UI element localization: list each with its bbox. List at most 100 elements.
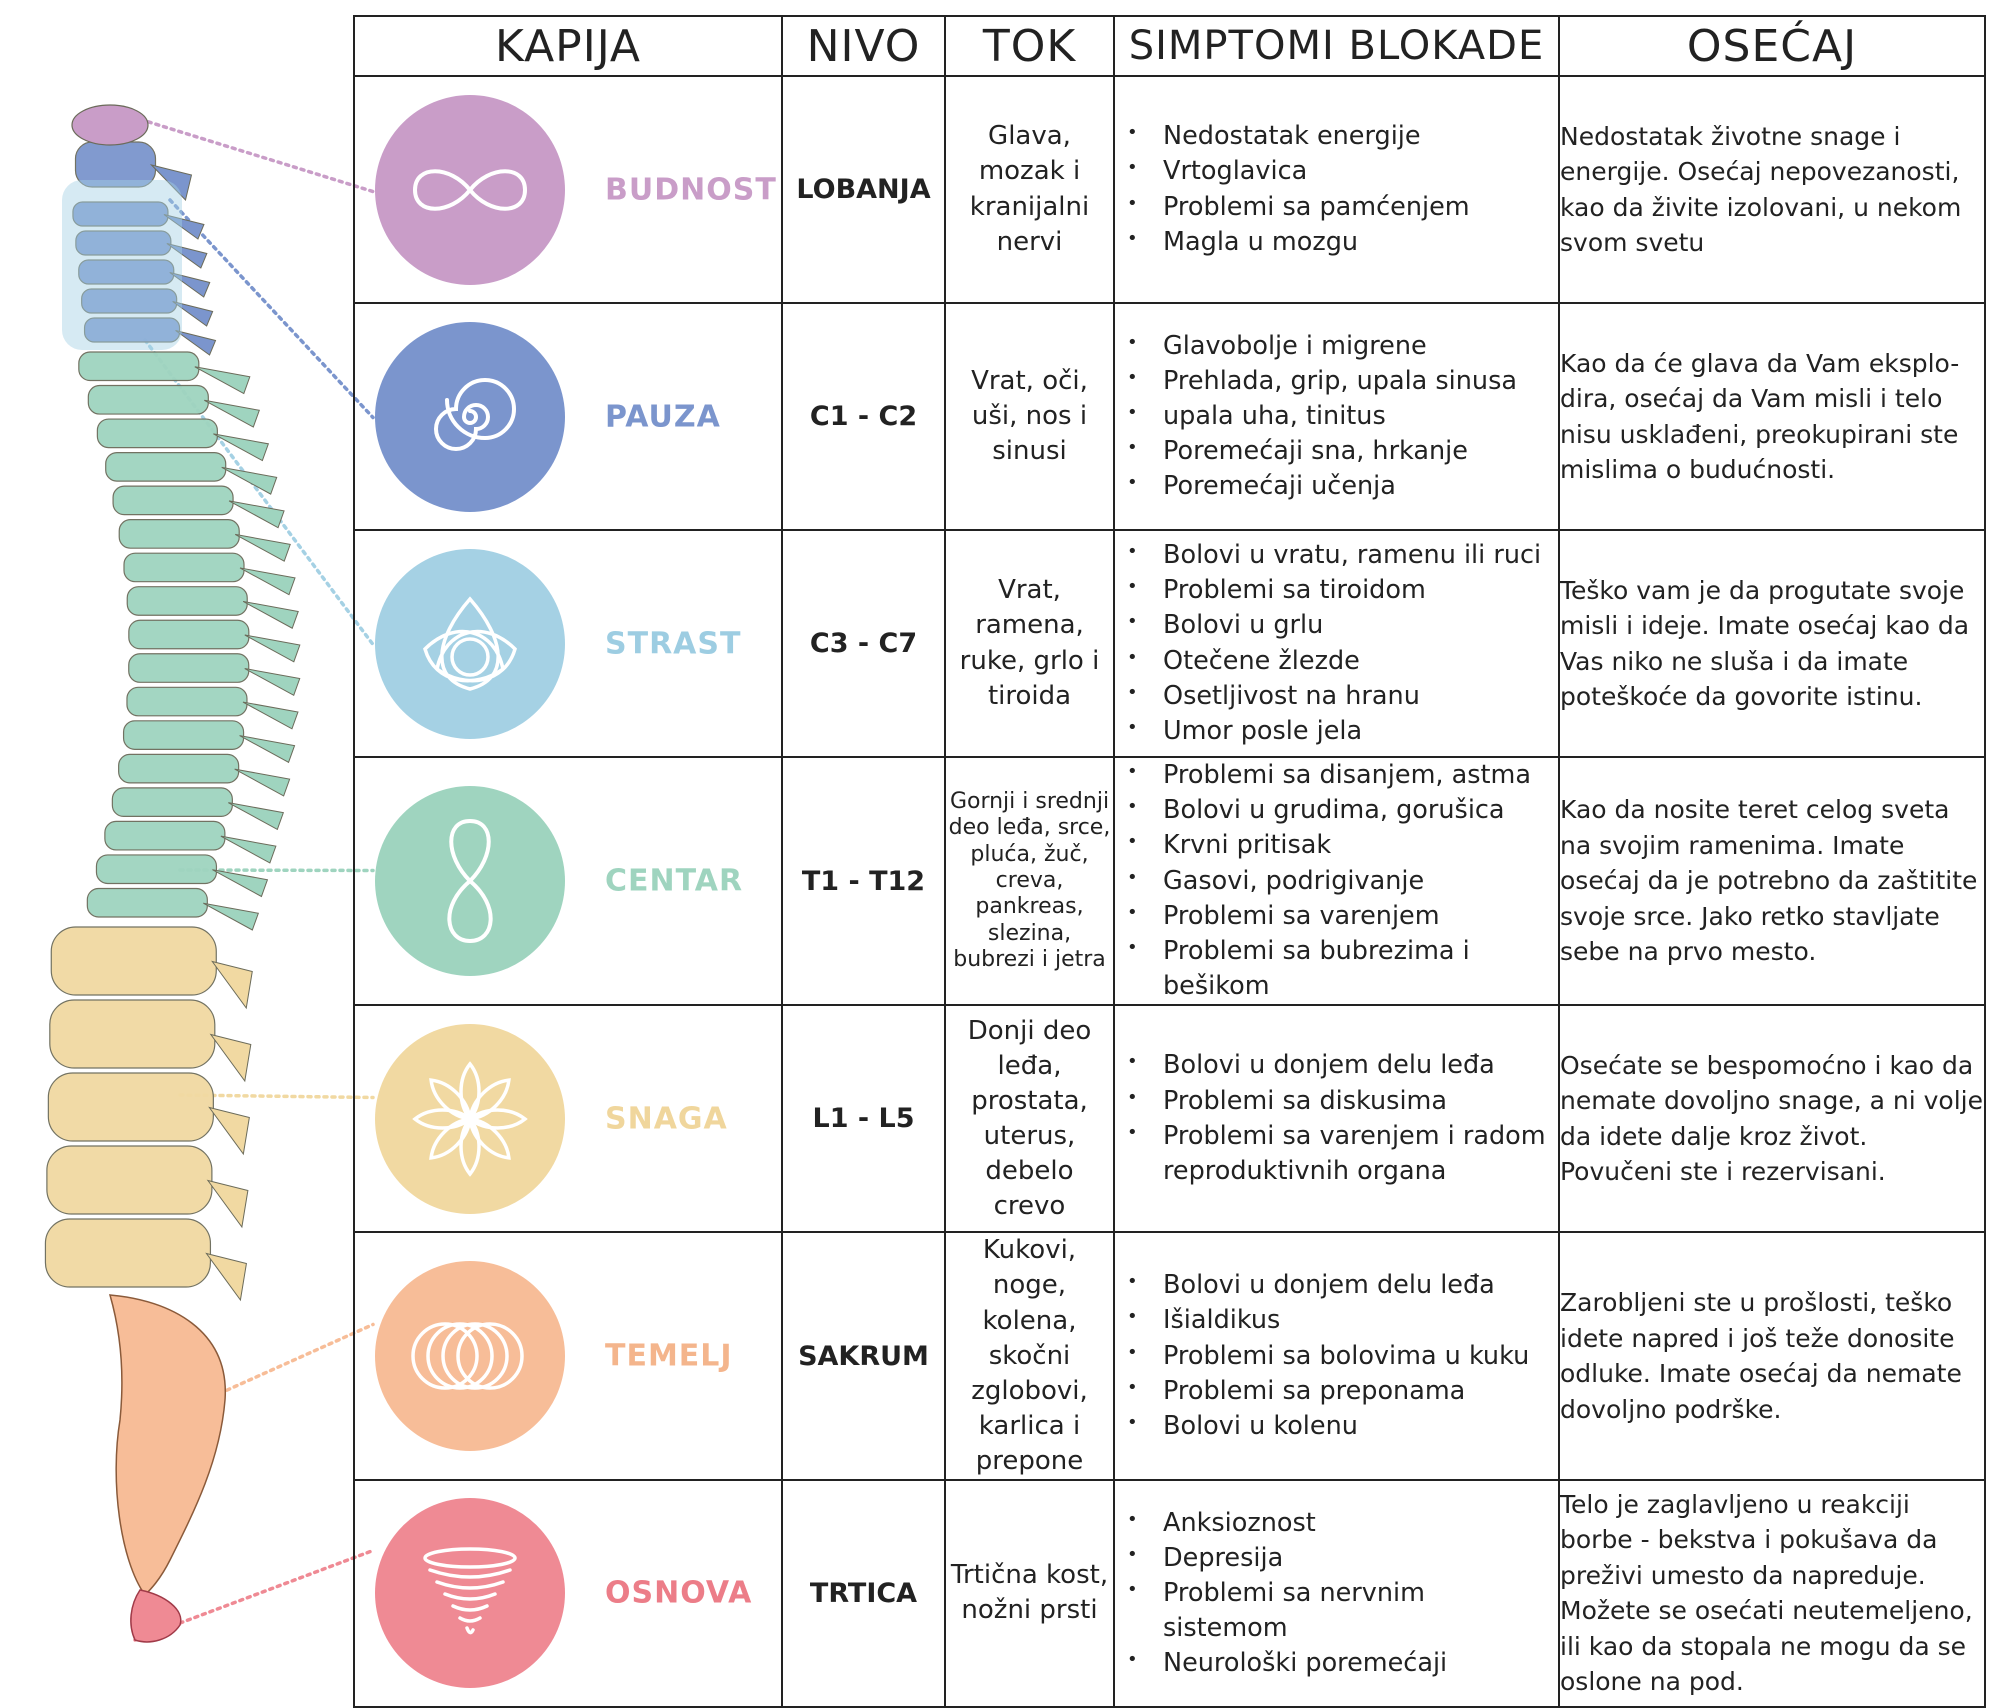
symptom-item: Magla u mozgu	[1127, 225, 1550, 260]
flow-cell: Trtična kost, nožni prsti	[944, 1478, 1115, 1708]
symptoms-cell: Problemi sa disanjem, astmaBolovi u grud…	[1113, 755, 1560, 1007]
symptom-item: Anksioznost	[1127, 1506, 1550, 1541]
level-cell: TRTICA	[781, 1478, 946, 1708]
symptom-item: Problemi sa disanjem, astma	[1127, 758, 1550, 793]
gates-table: KAPIJA NIVO TOK SIMPTOMI BLOKADE OSEĆAJ …	[353, 15, 1986, 1708]
coccyx	[130, 1589, 182, 1643]
connector-line	[108, 108, 375, 194]
symptom-item: Prehlada, grip, upala sinusa	[1127, 364, 1550, 399]
flow-cell: Vrat, ramena, ruke, grlo i tiroida	[944, 529, 1115, 758]
symptom-item: Umor posle jela	[1127, 714, 1550, 749]
vertebra	[75, 230, 172, 256]
feeling-cell: Kao da nosite teret celog sveta na svoji…	[1558, 755, 1986, 1007]
gate-name: SNAGA	[605, 1101, 728, 1137]
spinous-process	[228, 500, 285, 529]
level-cell: L1 - L5	[781, 1004, 946, 1234]
gate-name: TEMELJ	[605, 1338, 733, 1374]
table-row: STRAST C3 - C7 Vrat, ramena, ruke, grlo …	[353, 529, 1986, 758]
vertebra	[104, 820, 226, 851]
flow-cell: Donji deo leđa, prostata, uterus, debelo…	[944, 1004, 1115, 1234]
level-cell: C3 - C7	[781, 529, 946, 758]
feeling-cell: Telo je zaglavljeno u reakciji borbe - b…	[1558, 1478, 1986, 1708]
vertebra	[112, 485, 234, 516]
symptom-item: Problemi sa varenjem i radom reproduktiv…	[1127, 1119, 1550, 1189]
spinous-process	[239, 735, 296, 764]
gate-cell: OSNOVA	[353, 1478, 783, 1708]
level-cell: C1 - C2	[781, 302, 946, 531]
spinous-process	[169, 272, 211, 298]
vertebra	[118, 519, 240, 549]
gate-cell: TEMELJ	[353, 1231, 783, 1481]
feeling-cell: Teško vam je da progutate svoje misli i …	[1558, 529, 1986, 758]
table-row: SNAGA L1 - L5 Donji deo leđa, prostata, …	[353, 1004, 1986, 1234]
feeling-cell: Zarobljeni ste u prošlosti, teško idete …	[1558, 1231, 1986, 1481]
spinous-process	[175, 330, 217, 356]
connector-line	[168, 198, 375, 420]
symptom-list: Nedostatak energijeVrtoglavicaProblemi s…	[1115, 119, 1558, 260]
spinous-process	[213, 433, 270, 462]
spinous-process	[211, 960, 253, 1010]
vertebra	[118, 753, 240, 784]
vertebra	[46, 1145, 213, 1215]
symptom-list: AnksioznostDepresijaProblemi sa nervnim …	[1115, 1506, 1558, 1682]
feeling-cell: Osećate se bespomoćno i kao da nemate do…	[1558, 1004, 1986, 1234]
symptom-item: Bolovi u kolenu	[1127, 1409, 1550, 1444]
symptom-item: Problemi sa bolovima u kuku	[1127, 1339, 1550, 1374]
sacrum	[108, 1294, 226, 1597]
symptom-item: Bolovi u grudima, gorušica	[1127, 793, 1550, 828]
vertebra	[49, 999, 216, 1069]
spinous-process	[234, 533, 291, 562]
table-row: OSNOVA TRTICA Trtična kost, nožni prsti …	[353, 1478, 1986, 1708]
vertebra	[122, 720, 245, 750]
gate-circle	[375, 321, 565, 512]
symptom-item: Bolovi u grlu	[1127, 608, 1550, 643]
header-symptoms: SIMPTOMI BLOKADE	[1113, 15, 1560, 77]
tornado-icon	[423, 1547, 517, 1635]
symptom-item: Osetljivost na hranu	[1127, 679, 1550, 714]
symptoms-cell: AnksioznostDepresijaProblemi sa nervnim …	[1113, 1478, 1560, 1708]
symptom-list: Problemi sa disanjem, astmaBolovi u grud…	[1115, 758, 1558, 1004]
gate-cell: STRAST	[353, 529, 783, 758]
gate-circle	[375, 548, 565, 739]
table-row: CENTAR T1 - T12 Gornji i srednji deo leđ…	[353, 755, 1986, 1007]
gate-name: BUDNOST	[605, 172, 777, 207]
symptoms-cell: Glavobolje i migrenePrehlada, grip, upal…	[1113, 302, 1560, 531]
level-cell: LOBANJA	[781, 75, 946, 304]
spinous-process	[244, 668, 301, 697]
vertebra	[78, 351, 200, 382]
gate-circle	[375, 94, 565, 285]
flow-cell: Glava, mozak i kranijalni nervi	[944, 75, 1115, 304]
gate-circle	[375, 1498, 565, 1689]
spinous-process	[203, 902, 260, 931]
table-row: BUDNOST LOBANJA Glava, mozak i kranijaln…	[353, 75, 1986, 304]
level-cell: SAKRUM	[781, 1231, 946, 1481]
spinous-process	[234, 768, 291, 797]
figure-eight-icon	[447, 819, 493, 944]
gate-name: STRAST	[605, 626, 742, 661]
vertebra	[47, 1072, 214, 1142]
symptom-item: Problemi sa nervnim sistemom	[1127, 1576, 1550, 1646]
symptom-item: Glavobolje i migrene	[1127, 329, 1550, 364]
spinous-process	[220, 835, 277, 864]
vertebra	[96, 418, 218, 449]
vertebra	[128, 653, 250, 683]
symptom-item: Bolovi u donjem delu leđa	[1127, 1268, 1550, 1303]
spinous-process	[242, 600, 299, 629]
gate-circle	[375, 786, 565, 977]
vertebra	[81, 288, 178, 314]
symptom-item: Neurološki poremećaji	[1127, 1646, 1550, 1681]
symptom-item: Nedostatak energije	[1127, 119, 1550, 154]
gate-name: OSNOVA	[605, 1575, 753, 1611]
spinous-process	[208, 1106, 250, 1156]
symptoms-cell: Nedostatak energijeVrtoglavicaProblemi s…	[1113, 75, 1560, 304]
gate-cell: CENTAR	[353, 755, 783, 1007]
spinous-process	[228, 802, 285, 831]
symptom-item: Problemi sa bubrezima i bešikom	[1127, 934, 1550, 1004]
symptom-item: Gasovi, podrigivanje	[1127, 864, 1550, 899]
symptom-item: Bolovi u vratu, ramenu ili ruci	[1127, 538, 1550, 573]
triquetra-icon	[423, 595, 517, 691]
header-level: NIVO	[781, 15, 946, 77]
spinous-process	[221, 466, 278, 495]
skull-base	[71, 104, 149, 146]
flow-cell: Kukovi, noge, kolena, skočni zglobovi, k…	[944, 1231, 1115, 1481]
